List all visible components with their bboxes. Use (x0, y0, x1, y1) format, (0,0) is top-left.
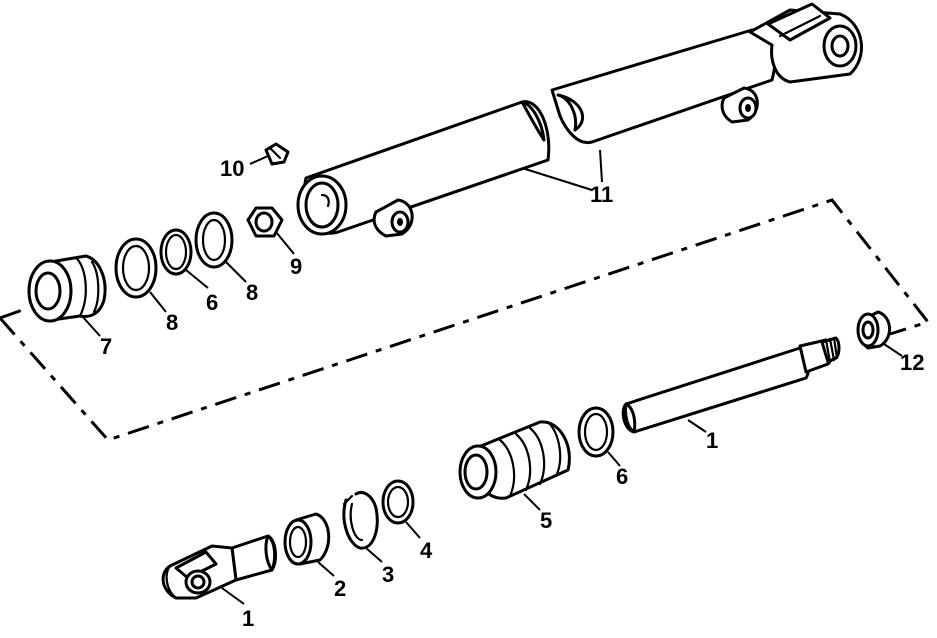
callout-6-upper: 6 (206, 290, 218, 315)
rod-wiper (283, 512, 331, 566)
piston-locknut (856, 310, 891, 350)
backup-ring-right (194, 211, 234, 269)
cylinder-barrel (296, 2, 863, 238)
leader-2 (317, 561, 335, 577)
bleeder-screw (264, 142, 290, 166)
callout-3: 3 (382, 562, 394, 587)
o-ring-4 (381, 479, 415, 525)
callout-8-left: 8 (166, 310, 178, 335)
assembly-boundary-line-left (0, 306, 29, 320)
callout-9: 9 (290, 254, 302, 279)
o-ring-lower (577, 406, 615, 458)
gland-head (27, 254, 107, 323)
leader-11 (521, 167, 593, 191)
leader-9 (275, 231, 295, 255)
callout-4: 4 (420, 538, 433, 563)
backup-ring-left (114, 237, 158, 299)
assembly-boundary-line (0, 198, 931, 442)
leader-6-lower (607, 451, 621, 467)
callout-8-right: 8 (246, 280, 258, 305)
leader-5 (523, 493, 541, 511)
callout-7: 7 (100, 334, 112, 359)
piston (458, 420, 571, 500)
snap-ring (342, 491, 379, 550)
callout-12: 12 (900, 350, 924, 375)
leader-3 (365, 547, 383, 563)
callout-10: 10 (220, 156, 244, 181)
leader-7 (81, 315, 101, 337)
leader-10 (249, 155, 269, 165)
leader-1-rod (687, 419, 707, 433)
leader-4 (405, 521, 421, 539)
leader-1-clevis (221, 587, 245, 605)
callout-11: 11 (590, 182, 613, 207)
o-ring-upper (159, 228, 193, 276)
piston-rod (621, 336, 841, 434)
callout-6-lower: 6 (616, 464, 628, 489)
leader-8-left (149, 291, 167, 313)
callout-2: 2 (334, 576, 346, 601)
leader-11b (599, 149, 603, 183)
callout-5: 5 (540, 508, 552, 533)
leader-8-right (225, 261, 247, 283)
leader-6-upper (185, 269, 209, 289)
callout-1-clevis: 1 (242, 606, 254, 631)
rod-clevis-end (161, 534, 277, 600)
callout-1-rod: 1 (706, 428, 718, 453)
hex-nut (246, 206, 284, 238)
leader-12 (883, 343, 903, 357)
